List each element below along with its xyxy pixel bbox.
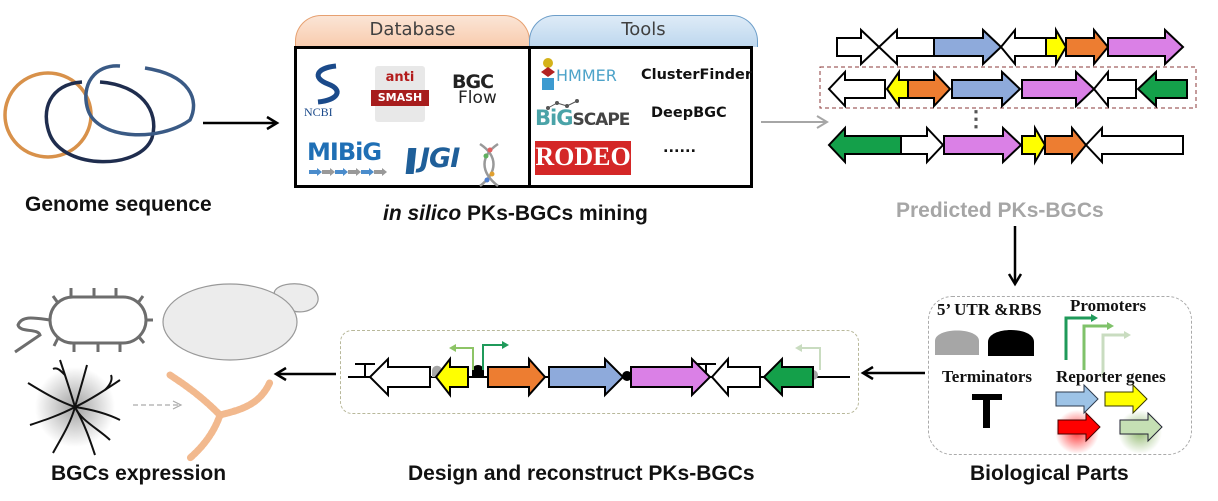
jgi-logo: JGI — [420, 143, 460, 174]
biological-parts-box — [928, 296, 1192, 455]
hmmer-logo: HMMER — [556, 66, 617, 85]
rbs-black-icon — [988, 330, 1034, 356]
gene-arrow-orange — [907, 69, 952, 109]
tools-tab: Tools — [529, 15, 758, 47]
mining-caption: in silico PKs-BGCs mining — [383, 202, 648, 225]
gene-arrow-white — [999, 27, 1047, 67]
gene-arrow-yellow — [1045, 26, 1068, 68]
database-tab: Database — [295, 15, 530, 47]
predicted-caption: Predicted PKs-BGCs — [896, 199, 1104, 222]
fungal-hypha-icon — [166, 371, 274, 462]
promoter-arrowhead — [795, 344, 802, 352]
gene-arrow-blue — [548, 356, 625, 398]
gene-arrow-white — [836, 27, 881, 67]
predicted-ellipsis: ⋮ — [965, 106, 987, 131]
gene-arrow-blue — [933, 27, 1003, 67]
terminator-icon — [972, 394, 1002, 428]
circular-dna-icon — [3, 64, 196, 164]
gene-arrow-orange — [487, 356, 547, 398]
mining-panel — [294, 46, 753, 188]
reporter-genes-label: Reporter genes — [1056, 367, 1166, 386]
gene-arrow-orange — [1044, 125, 1088, 165]
gene-arrow-white — [1084, 125, 1184, 165]
design-caption: Design and reconstruct PKs-BGCs — [408, 462, 755, 485]
biological-parts-caption: Biological Parts — [970, 462, 1129, 485]
arrow-right-grey-icon — [761, 115, 829, 129]
promoter-arrowhead — [449, 344, 456, 352]
rodeo-text: RODEO — [535, 142, 631, 171]
deepbgc-label: DeepBGC — [651, 105, 727, 121]
arrow-right-icon — [203, 115, 280, 131]
gene-arrow-green — [762, 356, 814, 398]
genome-caption: Genome sequence — [25, 193, 212, 216]
rbs-grey-icon — [935, 330, 979, 355]
clusterfinder-label: ClusterFinder — [641, 67, 753, 83]
gene-arrow-yellow — [885, 68, 909, 110]
gene-arrow-yellow — [434, 356, 469, 398]
promoter-icon — [454, 347, 474, 370]
gene-arrow-white — [827, 69, 886, 109]
yeast-icon — [162, 283, 319, 361]
gene-arrow-green — [827, 125, 902, 165]
arrow-left-icon — [860, 365, 925, 381]
bigscape-logo: BiGSCAPE — [535, 106, 630, 130]
gene-arrow-white — [368, 356, 431, 398]
gene-arrow-white — [1092, 69, 1137, 109]
bigscape-network-icon — [546, 99, 579, 110]
dashed-arrow-icon — [133, 400, 183, 410]
arrow-left-icon-2 — [273, 366, 336, 382]
promoters-icon — [1064, 314, 1131, 378]
reporter-genes-icon — [1055, 383, 1163, 454]
gene-arrow-purple — [1021, 69, 1096, 109]
gene-arrow-purple — [943, 125, 1023, 165]
terminators-label: Terminators — [942, 367, 1033, 386]
bgcflow-logo: BGC — [452, 71, 494, 93]
bgcflow-logo-bottom: Flow — [458, 88, 497, 108]
gene-arrow-orange — [1065, 27, 1110, 67]
promoter-icon — [482, 344, 504, 370]
bacterium-icon — [14, 288, 153, 354]
hmmer-logo-icon — [541, 58, 555, 90]
arrow-down-icon — [1007, 226, 1023, 287]
promoter-icon — [800, 347, 821, 370]
ncbi-text: NCBI — [304, 105, 333, 119]
design-box — [340, 330, 859, 414]
gene-arrow-purple — [630, 356, 712, 398]
selected-cluster-box — [819, 66, 1197, 109]
promoters-label: Promoters — [1070, 296, 1147, 315]
utr-rbs-label: 5’ UTR &RBS — [937, 300, 1042, 319]
gene-arrow-white — [877, 27, 935, 67]
mibig-logo: MIBiG — [307, 138, 382, 166]
dna-helix-icon — [479, 142, 499, 187]
rbs-black-icon — [622, 371, 632, 381]
gene-arrow-white — [710, 356, 761, 398]
streptomyces-icon — [27, 359, 121, 456]
promoter-arrowhead — [502, 341, 509, 349]
rbs-black-icon — [472, 365, 484, 377]
gene-arrow-green — [1136, 69, 1188, 109]
mibig-arrows-icon — [309, 168, 387, 176]
more-tools-ellipsis: ...... — [663, 140, 697, 156]
gene-arrow-purple — [1107, 27, 1185, 67]
gene-arrow-white — [900, 125, 945, 165]
gene-arrow-yellow — [1021, 124, 1047, 166]
terminator-icon — [355, 363, 375, 377]
gene-arrow-blue — [951, 69, 1022, 109]
rodeo-logo — [535, 141, 631, 175]
antismash-logo: anti SMASH — [371, 66, 429, 122]
ncbi-logo — [315, 63, 340, 105]
panel-divider — [528, 46, 531, 188]
expression-caption: BGCs expression — [51, 462, 227, 485]
